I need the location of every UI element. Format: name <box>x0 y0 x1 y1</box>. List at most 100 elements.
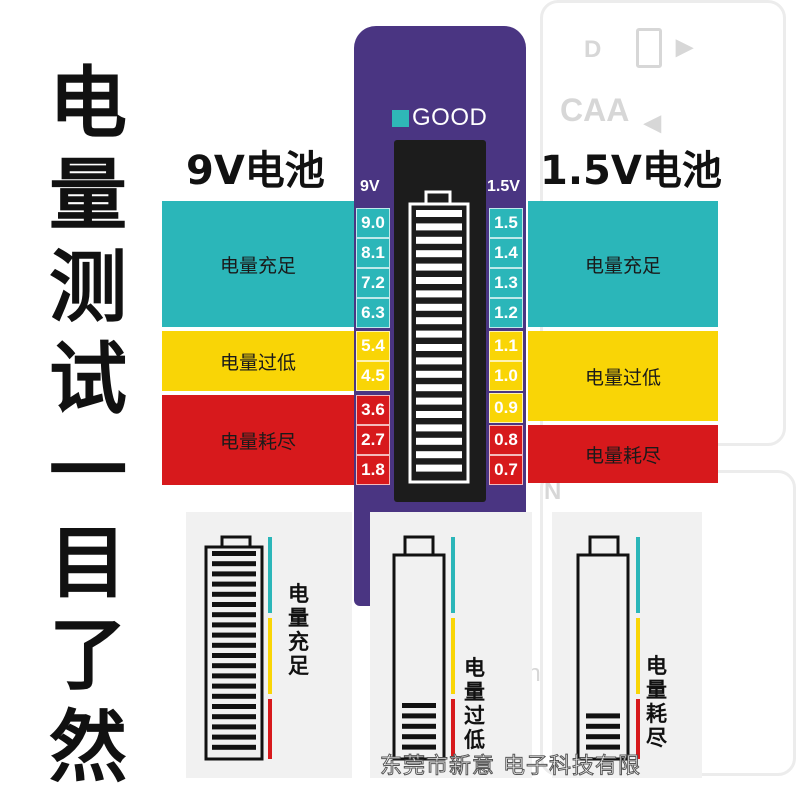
title-char: 试 <box>48 335 127 425</box>
value-9v: 8.1 <box>356 238 390 268</box>
band-left-empty: 电量耗尽 <box>162 395 354 485</box>
header-15v-battery: 1.5V电池 <box>540 148 722 194</box>
level-bar <box>212 622 256 628</box>
title-char: 然 <box>48 703 127 793</box>
level-bar <box>402 744 436 750</box>
card-label-char: 量 <box>464 680 485 704</box>
ghost-label-caa: CAA <box>560 92 630 128</box>
value-15v: 0.7 <box>489 455 523 485</box>
title-char: 测 <box>48 243 127 333</box>
band-right-empty: 电量耗尽 <box>528 425 718 483</box>
battery-icon-full <box>204 535 272 761</box>
card-label-char: 电 <box>288 582 309 606</box>
level-bar <box>212 612 256 618</box>
value-15v: 1.3 <box>489 268 523 298</box>
level-bar <box>586 723 620 729</box>
value-9v: 2.7 <box>356 425 390 455</box>
level-bar <box>416 330 462 338</box>
level-bar <box>212 704 256 709</box>
level-bar <box>402 723 436 729</box>
level-bar <box>212 602 256 607</box>
band-left-full: 电量充足 <box>162 201 354 327</box>
screen-battery-icon <box>408 190 470 484</box>
card-label-char: 过 <box>464 704 485 728</box>
level-bar <box>416 317 462 325</box>
vertical-title: 电 量 测 试 一 目 了 然 <box>40 58 136 794</box>
ghost-battery-icon <box>636 28 662 68</box>
level-bar <box>212 744 256 750</box>
value-9v: 1.8 <box>356 455 390 485</box>
level-bar <box>416 384 462 392</box>
level-bar <box>416 357 462 365</box>
level-bar <box>212 571 256 577</box>
level-bar <box>416 250 462 258</box>
value-9v: 9.0 <box>356 208 390 238</box>
band-right-low: 电量过低 <box>528 331 718 421</box>
good-square-icon <box>392 109 409 127</box>
level-bar <box>212 591 256 597</box>
title-char: 电 <box>48 59 127 149</box>
value-15v: 0.8 <box>489 425 523 455</box>
level-bar <box>212 632 256 638</box>
level-bar <box>416 451 462 459</box>
level-bar <box>416 397 462 405</box>
card-label-empty: 电 量 耗 尽 <box>646 654 667 750</box>
value-15v: 0.9 <box>489 393 523 423</box>
band-right-full: 电量充足 <box>528 201 718 327</box>
card-label-char: 充 <box>288 630 309 654</box>
level-bar <box>416 277 462 284</box>
ghost-label-n: N <box>544 478 562 505</box>
title-char: 量 <box>48 151 127 241</box>
value-9v: 4.5 <box>356 361 390 391</box>
card-label-full: 电 量 充 足 <box>288 582 309 678</box>
level-bar <box>416 236 462 244</box>
level-bar <box>416 210 462 217</box>
level-bar <box>212 642 256 648</box>
level-bar <box>212 693 256 699</box>
level-bar <box>212 663 256 669</box>
battery-icon-empty <box>576 535 640 761</box>
ghost-arrow-icon: ▶ <box>676 34 693 59</box>
level-bar <box>586 744 620 750</box>
level-bar <box>416 464 462 472</box>
level-bar <box>586 734 620 740</box>
title-char: 一 <box>48 427 127 517</box>
level-bar <box>212 673 256 679</box>
level-bar <box>416 303 462 311</box>
value-15v: 1.2 <box>489 298 523 328</box>
card-label-low: 电 量 过 低 <box>464 656 485 752</box>
level-bar <box>416 223 462 231</box>
card-label-char: 尽 <box>646 726 667 750</box>
column-label-9v: 9V <box>360 178 380 195</box>
level-bar <box>212 653 256 658</box>
level-bar <box>586 713 620 719</box>
value-9v: 3.6 <box>356 395 390 425</box>
card-label-char: 低 <box>464 728 485 752</box>
card-label-char: 量 <box>288 606 309 630</box>
level-bar <box>416 263 462 271</box>
level-bar <box>416 424 462 432</box>
title-char: 目 <box>48 519 127 609</box>
value-15v: 1.4 <box>489 238 523 268</box>
battery-icon-low <box>392 535 455 761</box>
screen-level-bars <box>416 210 462 472</box>
level-bar <box>212 724 256 730</box>
company-watermark: 东莞市新意 电子科技有限 <box>380 754 641 780</box>
level-bar <box>416 290 462 298</box>
value-15v: 1.1 <box>489 331 523 361</box>
level-bar <box>212 551 256 556</box>
value-15v: 1.5 <box>489 208 523 238</box>
card-label-char: 耗 <box>646 702 667 726</box>
ghost-arrow-icon-2: ◀ <box>644 110 661 135</box>
title-char: 了 <box>48 611 127 701</box>
level-bar <box>212 581 256 587</box>
level-bar <box>212 714 256 720</box>
level-bar <box>212 734 256 740</box>
level-bar <box>212 683 256 689</box>
level-bar <box>402 703 436 708</box>
value-15v: 1.0 <box>489 361 523 391</box>
value-9v: 6.3 <box>356 298 390 328</box>
good-indicator: GOOD <box>392 104 487 132</box>
header-9v-battery: 9V电池 <box>186 148 325 194</box>
